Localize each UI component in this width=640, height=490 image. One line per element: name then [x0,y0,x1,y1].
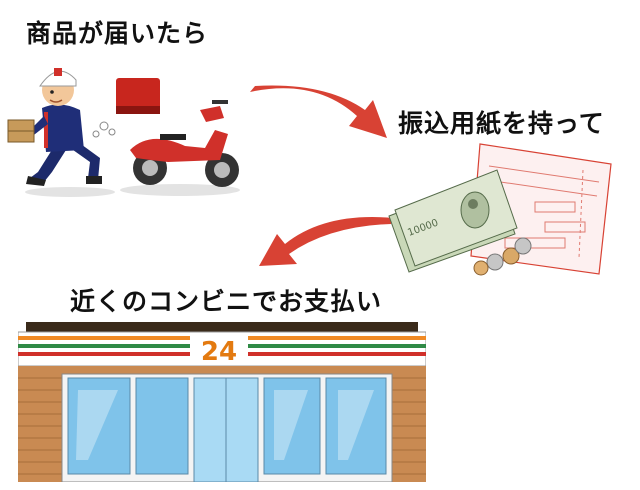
stripe-green [18,344,190,348]
step-delivery-label: 商品が届いたら [26,19,209,48]
coins-icon [473,237,532,276]
store-windows [67,377,387,482]
stripe-red [18,352,190,356]
arrow-to-store-icon [259,217,393,266]
step-slip-label: 振込用紙を持って [398,109,605,138]
delivery-worker-icon [7,68,116,197]
step-store-label: 近くのコンビニでお支払い [70,287,383,316]
banknotes-icon: 10000 [388,169,518,273]
delivery-illustration [7,68,240,197]
convenience-store-icon: 24 [18,322,426,482]
payment-slip-icon [470,143,612,275]
payment-illustration: 10000 [388,143,612,276]
store-sign-number: 24 [201,337,237,367]
stripe-orange [18,336,190,340]
arrow-to-slip-icon [250,85,387,138]
delivery-scooter-icon [116,78,240,196]
